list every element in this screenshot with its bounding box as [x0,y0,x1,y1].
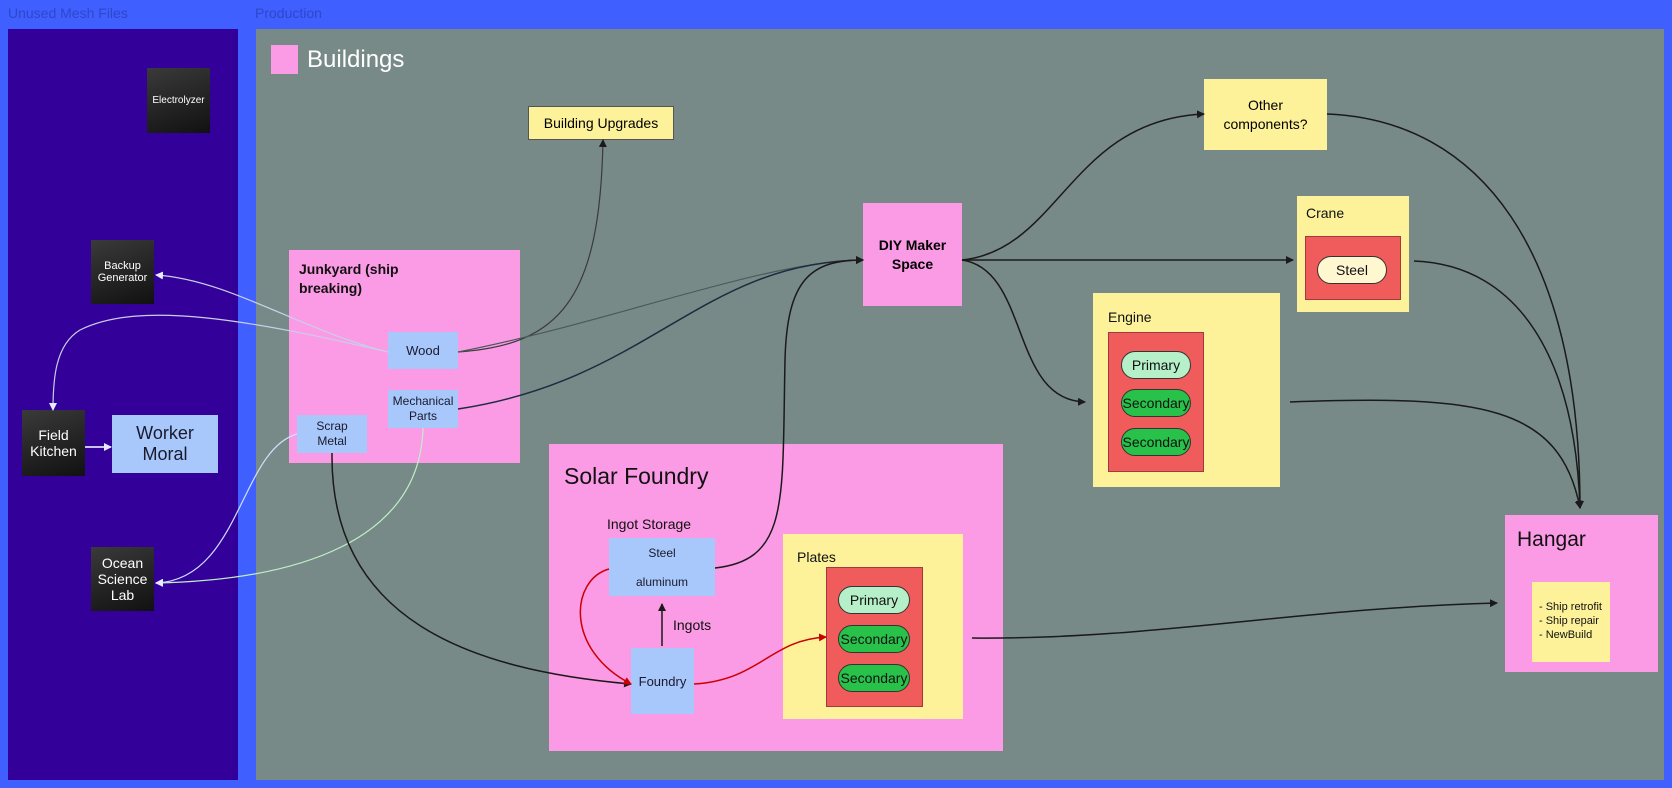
backup-generator-node[interactable]: Backup Generator [91,240,154,304]
plates-slot-primary[interactable]: Primary [838,586,910,614]
foundry-node[interactable]: Foundry [631,648,694,714]
production-frame-label: Production [255,5,322,21]
worker-moral-node[interactable]: Worker Moral [112,415,218,473]
unused-frame-label: Unused Mesh Files [8,5,128,21]
edge-diy-other [961,110,1205,261]
edge-wood-building-upgrades [457,139,607,353]
ingots-label: Ingots [673,617,712,633]
hangar-title: Hangar [1517,528,1586,551]
hangar-note: - Ship retrofit [1539,601,1602,613]
edge-mech-ocean [155,427,424,587]
storage-item-steel: Steel [648,545,676,560]
scrap-metal-node[interactable]: Scrap Metal [297,415,367,453]
edge-other-hangar [1326,113,1584,509]
electrolyzer-node[interactable]: Electrolyzer [147,68,210,133]
junkyard-title: Junkyard (ship breaking) [299,261,399,296]
storage-item-aluminum: aluminum [635,574,689,589]
engine-title: Engine [1108,309,1152,325]
ingot-storage-node[interactable]: Steel aluminum [609,538,715,596]
crane-steel-pill[interactable]: Steel [1317,256,1387,284]
edge-wood-diy [457,256,864,353]
edge-crane-hangar [1413,260,1584,509]
diy-maker-space-building[interactable]: DIY Maker Space [863,203,962,306]
engine-slot-primary[interactable]: Primary [1121,351,1191,379]
edge-engine-hangar [1289,399,1583,509]
hangar-notes: - Ship retrofit - Ship repair - NewBuild [1532,582,1610,662]
crane-title: Crane [1306,205,1345,221]
engine-slot-secondary[interactable]: Secondary [1121,428,1191,456]
plates-title: Plates [797,549,836,565]
edge-diy-engine [961,259,1086,406]
edge-plates-hangar [971,599,1498,639]
hangar-note: - NewBuild [1539,629,1593,641]
plates-slot-secondary[interactable]: Secondary [838,664,910,692]
buildings-legend-swatch [271,45,298,74]
buildings-legend-label: Buildings [307,46,405,73]
ingot-storage-label: Ingot Storage [607,516,692,532]
plates-slot-secondary[interactable]: Secondary [838,625,910,653]
wood-node[interactable]: Wood [388,332,458,369]
engine-slot-secondary[interactable]: Secondary [1121,389,1191,417]
edge-foundry-plates-red [693,633,827,685]
other-components-node[interactable]: Other components? [1204,79,1327,150]
edge-wood-field-kitchen [49,314,389,411]
hangar-note: - Ship repair [1539,615,1599,627]
field-kitchen-node[interactable]: Field Kitchen [22,410,85,476]
edge-scrap-foundry [331,452,632,688]
edge-ingot-diy [714,256,864,569]
mechanical-parts-node[interactable]: Mechanical Parts [388,390,458,428]
unused-mesh-files-panel [8,29,238,780]
ocean-science-lab-node[interactable]: Ocean Science Lab [91,547,154,611]
edge-mech-diy [457,256,864,410]
edge-scrap-ocean [155,433,298,587]
edge-wood-backup [155,271,389,353]
solar-foundry-title: Solar Foundry [564,463,709,489]
edge-ingot-foundry-red [579,568,632,685]
